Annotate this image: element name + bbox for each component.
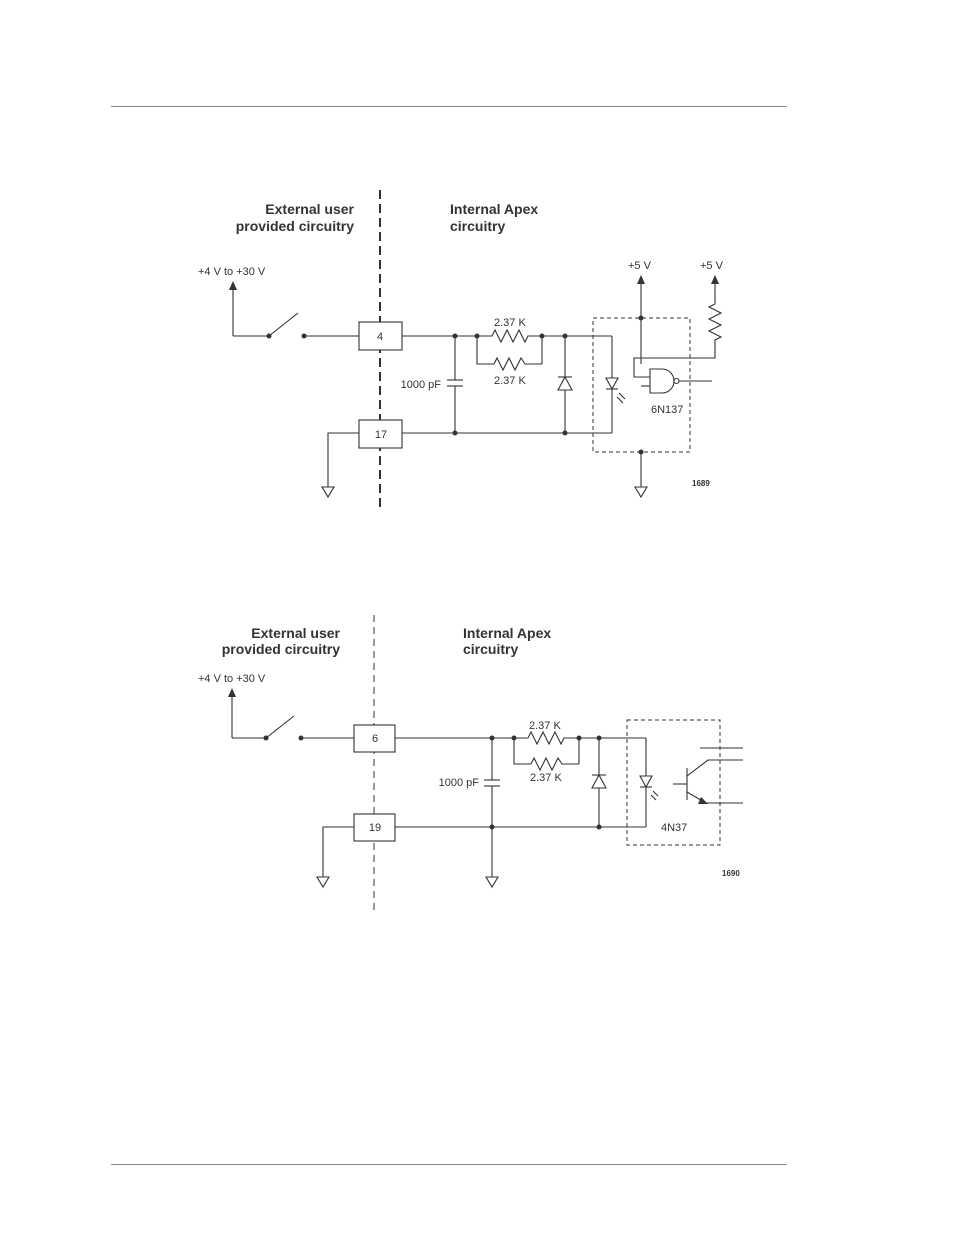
phototransistor — [673, 748, 743, 804]
resistor-top — [514, 732, 579, 744]
capacitor — [484, 738, 500, 877]
internal-ground — [486, 877, 498, 887]
figure-number: 1690 — [722, 869, 740, 878]
internal-heading-line1: Internal Apex — [463, 625, 551, 641]
capacitor-label: 1000 pF — [439, 777, 480, 789]
pin-input-label: 6 — [372, 733, 378, 745]
external-heading-line2: provided circuitry — [222, 641, 340, 657]
supply-label: +4 V to +30 V — [198, 673, 266, 685]
pin-ground-label: 19 — [369, 822, 381, 834]
internal-heading-line2: circuitry — [463, 641, 518, 657]
external-heading-line1: External user — [251, 625, 340, 641]
optocoupler-label: 4N37 — [661, 822, 687, 834]
supply-arrow — [228, 688, 236, 738]
resistor-bottom — [531, 758, 579, 770]
opto-led — [640, 776, 658, 800]
resistor-bottom-label: 2.37 K — [530, 772, 562, 784]
switch — [264, 716, 304, 741]
resistor-top-label: 2.37 K — [529, 720, 561, 732]
ground-symbol — [317, 877, 329, 887]
protection-diode — [592, 738, 606, 827]
